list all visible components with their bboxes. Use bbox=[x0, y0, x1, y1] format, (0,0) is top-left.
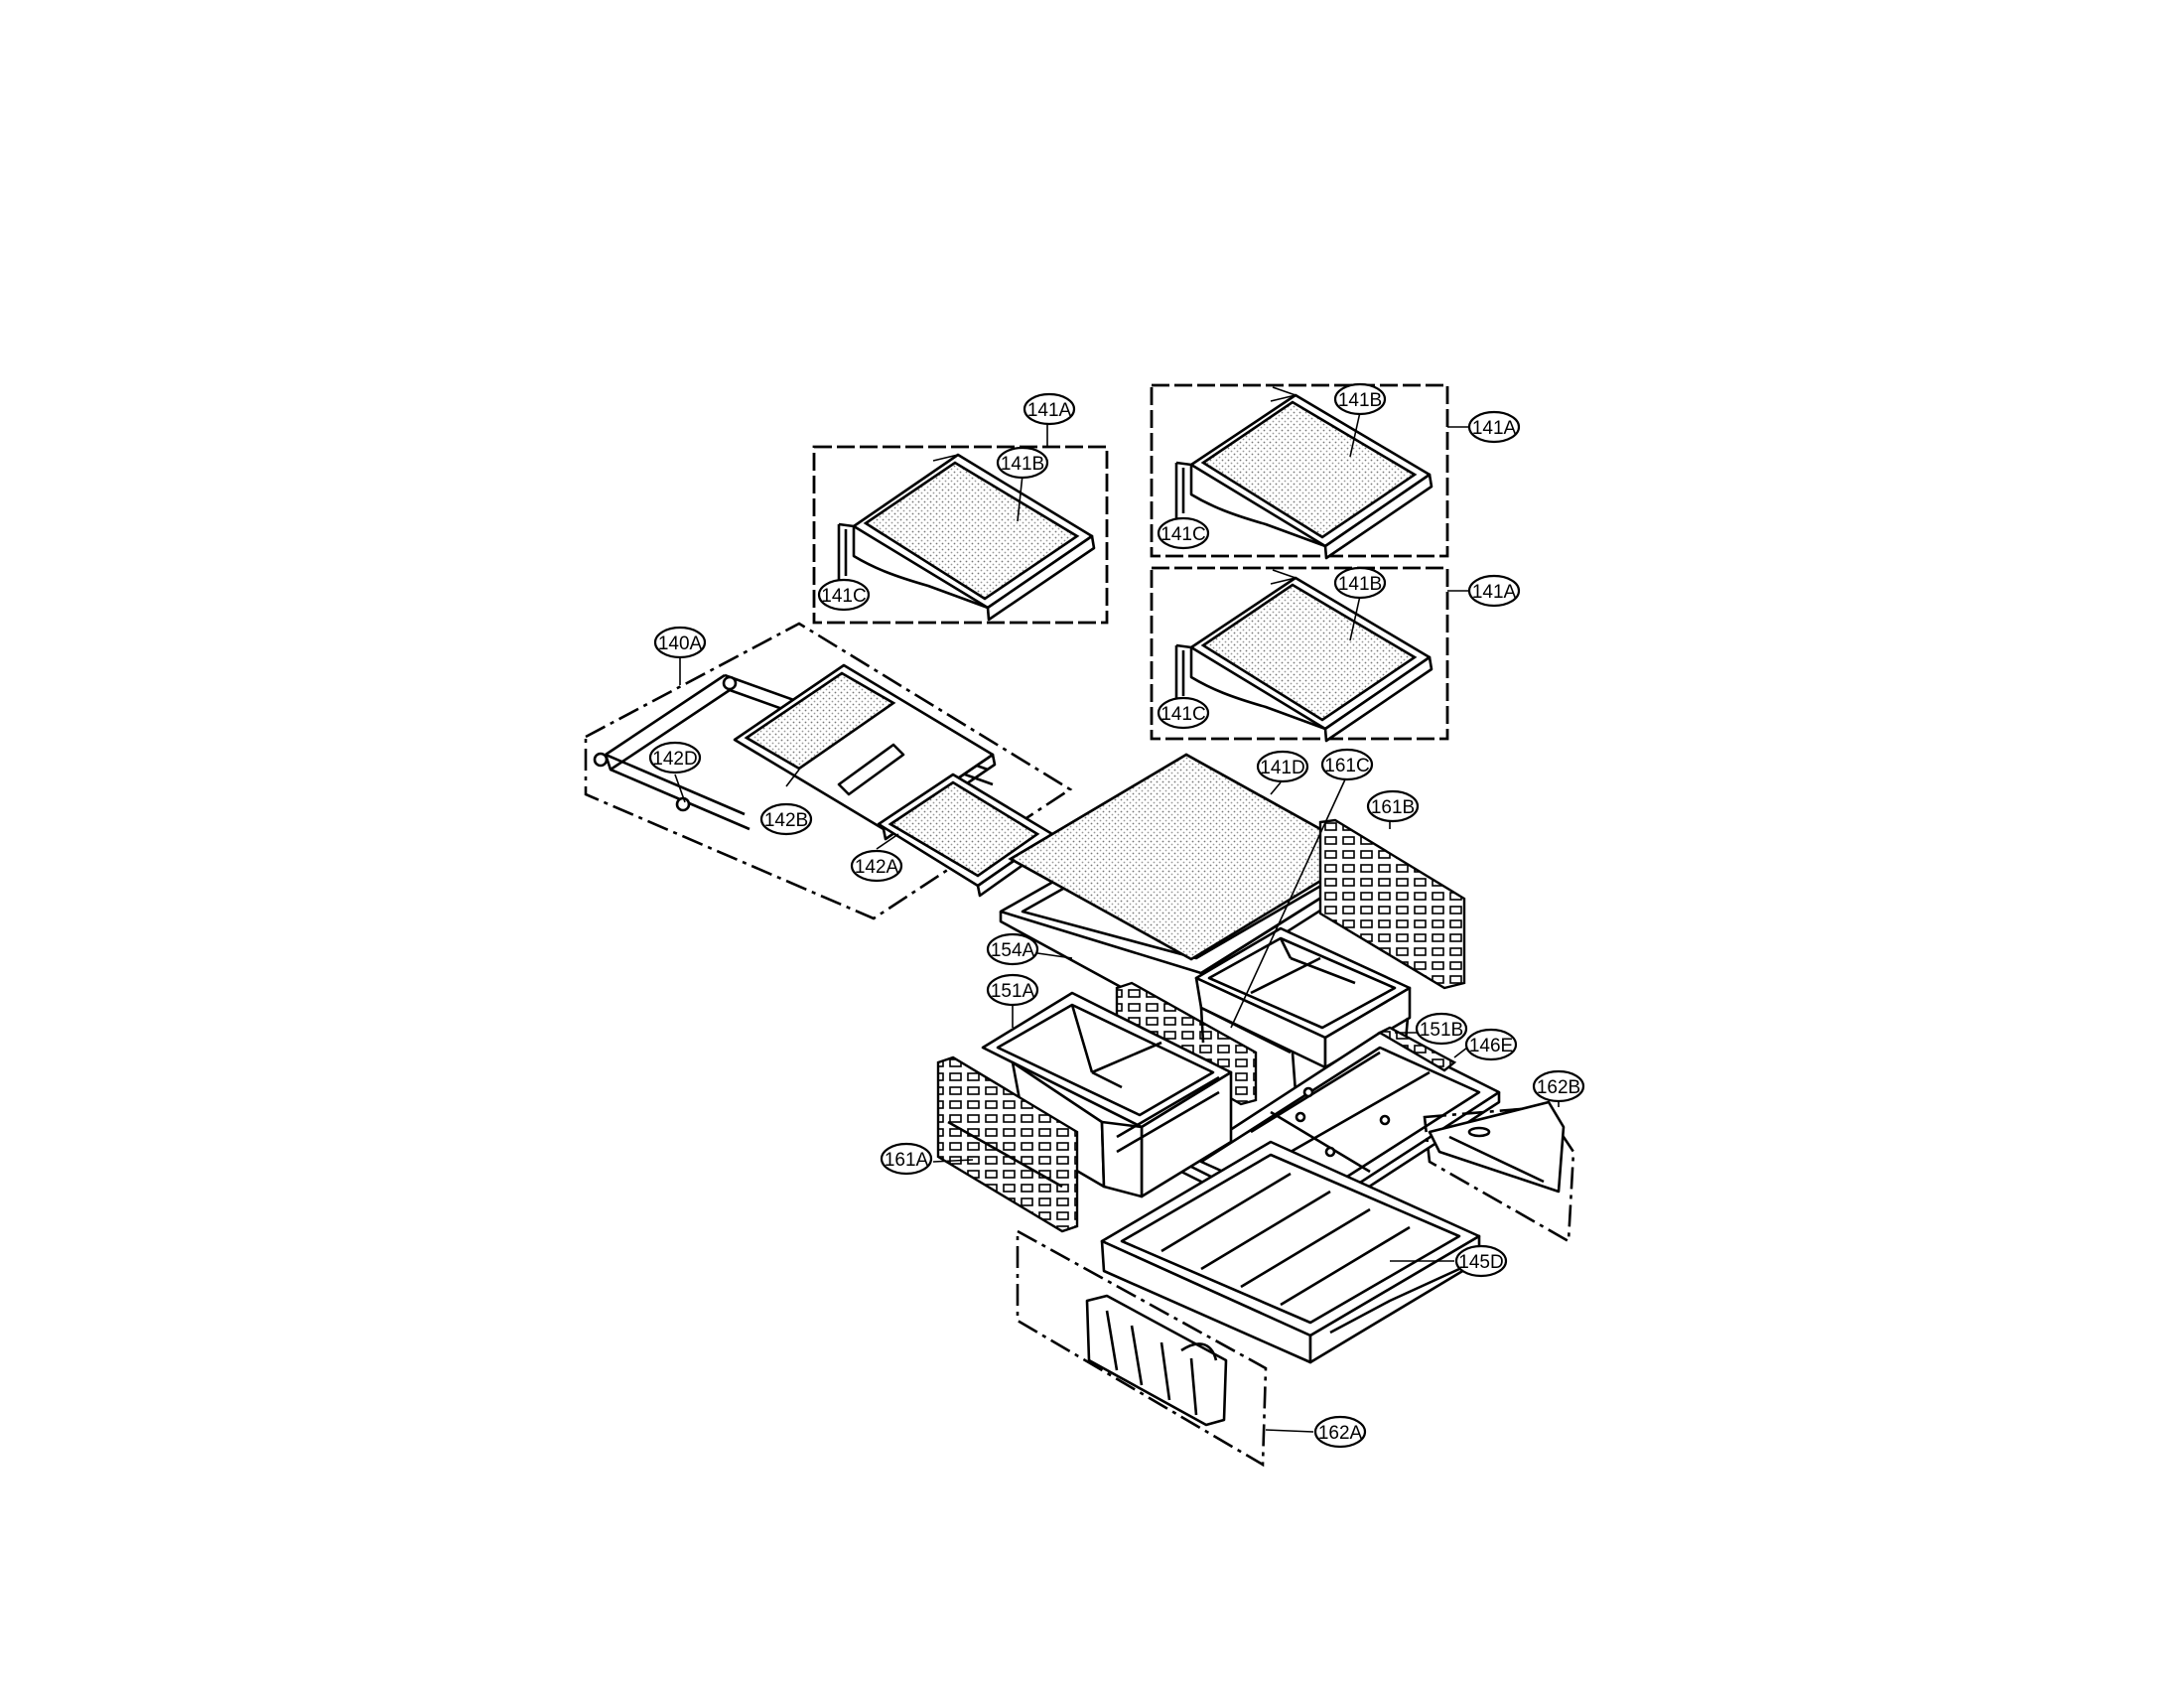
svg-text:142B: 142B bbox=[764, 810, 808, 831]
svg-text:142D: 142D bbox=[652, 749, 697, 770]
svg-text:142A: 142A bbox=[855, 857, 899, 878]
callout-140a: 140A bbox=[653, 626, 707, 659]
callout-145d: 145D bbox=[1454, 1244, 1508, 1278]
callout-141d: 141D bbox=[1256, 750, 1309, 783]
callout-142d: 142D bbox=[648, 741, 702, 774]
callout-161b: 161B bbox=[1366, 789, 1420, 823]
svg-text:141A: 141A bbox=[1027, 400, 1072, 421]
svg-text:151B: 151B bbox=[1420, 1020, 1463, 1041]
callout-142a: 142A bbox=[850, 849, 903, 883]
callout-141b-left: 141B bbox=[996, 446, 1049, 480]
callout-161c: 161C bbox=[1320, 748, 1374, 781]
callout-154a: 154A bbox=[986, 932, 1039, 966]
callout-141b-mid: 141B bbox=[1333, 566, 1387, 600]
svg-text:161A: 161A bbox=[885, 1150, 929, 1171]
callout-141a-left: 141A bbox=[1023, 392, 1076, 426]
leader-lines bbox=[674, 411, 1560, 1433]
callout-151b: 151B bbox=[1415, 1012, 1468, 1046]
svg-text:141C: 141C bbox=[821, 586, 866, 607]
callout-162a: 162A bbox=[1313, 1415, 1367, 1449]
svg-text:162B: 162B bbox=[1537, 1077, 1580, 1098]
sliding-shelf-assembly-140a bbox=[584, 622, 1073, 920]
svg-text:162A: 162A bbox=[1318, 1423, 1363, 1444]
bottom-tray-145d bbox=[1100, 1140, 1481, 1364]
callout-162b: 162B bbox=[1532, 1069, 1585, 1103]
svg-text:154A: 154A bbox=[991, 940, 1035, 961]
svg-text:141B: 141B bbox=[1001, 454, 1044, 475]
callout-141b-top: 141B bbox=[1333, 382, 1387, 416]
callout-141c-top: 141C bbox=[1157, 516, 1210, 550]
svg-text:151A: 151A bbox=[991, 981, 1035, 1002]
svg-text:141C: 141C bbox=[1160, 524, 1205, 545]
svg-text:145D: 145D bbox=[1458, 1252, 1503, 1273]
svg-text:161C: 161C bbox=[1324, 756, 1369, 776]
svg-text:140A: 140A bbox=[658, 633, 703, 654]
callout-141a-top: 141A bbox=[1467, 410, 1521, 444]
front-trim-162a bbox=[1016, 1228, 1268, 1468]
shelf-assembly-141a-mid bbox=[1150, 566, 1449, 743]
side-panel-161a bbox=[936, 1055, 1079, 1233]
svg-text:141A: 141A bbox=[1472, 418, 1517, 439]
callout-151a: 151A bbox=[986, 973, 1039, 1007]
shelf-assembly-141a-top bbox=[1150, 383, 1449, 560]
svg-text:141C: 141C bbox=[1160, 704, 1205, 725]
svg-text:141D: 141D bbox=[1260, 758, 1304, 778]
callout-146e: 146E bbox=[1464, 1028, 1518, 1061]
svg-text:141A: 141A bbox=[1472, 582, 1517, 603]
svg-text:161B: 161B bbox=[1371, 797, 1415, 818]
svg-text:146E: 146E bbox=[1469, 1036, 1513, 1056]
callout-141a-mid: 141A bbox=[1467, 574, 1521, 608]
callout-161a: 161A bbox=[880, 1142, 933, 1176]
shelf-assembly-141a-left bbox=[812, 445, 1109, 625]
crisper-drawer-151a bbox=[981, 991, 1233, 1198]
crisper-drawer-151b bbox=[1194, 926, 1412, 1104]
svg-text:141B: 141B bbox=[1338, 390, 1382, 411]
callout-141c-left: 141C bbox=[817, 578, 871, 612]
callout-141c-mid: 141C bbox=[1157, 696, 1210, 730]
side-cover-162b bbox=[1423, 1100, 1575, 1244]
svg-text:141B: 141B bbox=[1338, 574, 1382, 595]
callout-142b: 142B bbox=[759, 802, 813, 836]
